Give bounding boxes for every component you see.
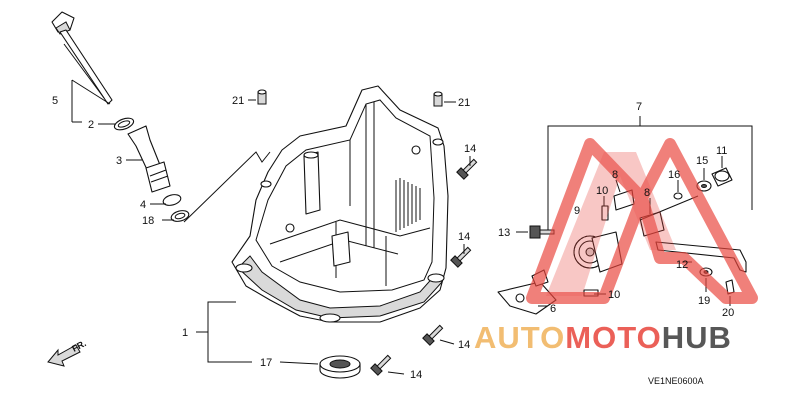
callout-labels: 5 2 3 4 18 21 21 14 14 14 14 1 17 7 13 9… (52, 95, 734, 381)
callout-21-left: 21 (232, 95, 244, 107)
callout-17: 17 (260, 357, 272, 369)
watermark-part-hub: HUB (662, 320, 732, 355)
callout-14-bottom: 14 (410, 369, 422, 381)
callout-14-upper: 14 (464, 143, 476, 155)
watermark-text: AUTOMOTOHUB (474, 320, 732, 355)
callout-3: 3 (116, 155, 122, 167)
callout-6: 6 (550, 303, 556, 315)
callout-13: 13 (498, 227, 510, 239)
callout-14-lower: 14 (458, 339, 470, 351)
callout-11: 11 (716, 145, 727, 157)
callout-8-lower: 8 (644, 187, 650, 199)
dowel-pins (248, 89, 456, 107)
watermark-logo: AUTOMOTOHUB (474, 138, 758, 355)
callout-12: 12 (676, 259, 688, 271)
callout-5: 5 (52, 95, 58, 107)
callout-15: 15 (696, 155, 708, 167)
watermark-part-auto: AUTO (474, 320, 565, 355)
direction-label: FR. (70, 338, 87, 354)
front-direction-arrow-icon: FR. (47, 338, 88, 367)
callout-10-lower: 10 (608, 289, 620, 301)
callout-21-right: 21 (458, 97, 470, 109)
callout-8-upper: 8 (612, 169, 618, 181)
callout-7: 7 (636, 101, 642, 113)
leaders-center (196, 301, 319, 365)
callout-9: 9 (574, 205, 580, 217)
callout-2: 2 (88, 119, 94, 131)
callout-14-middle: 14 (458, 231, 470, 243)
callout-19: 19 (698, 295, 710, 307)
flange-bolts (370, 156, 478, 376)
dipstick-assembly (51, 11, 190, 222)
callout-10-upper: 10 (596, 185, 608, 197)
callout-4: 4 (140, 199, 146, 211)
callout-1: 1 (182, 327, 188, 339)
leaders-left (71, 79, 271, 223)
crankcase-cover (231, 85, 449, 323)
callout-18: 18 (142, 215, 154, 227)
oil-seal (319, 355, 361, 379)
cooling-fins (395, 178, 421, 232)
diagram-code: VE1NE0600A (648, 376, 704, 386)
callout-16: 16 (668, 169, 680, 181)
watermark-part-moto: MOTO (565, 320, 661, 355)
callout-20: 20 (722, 307, 734, 319)
